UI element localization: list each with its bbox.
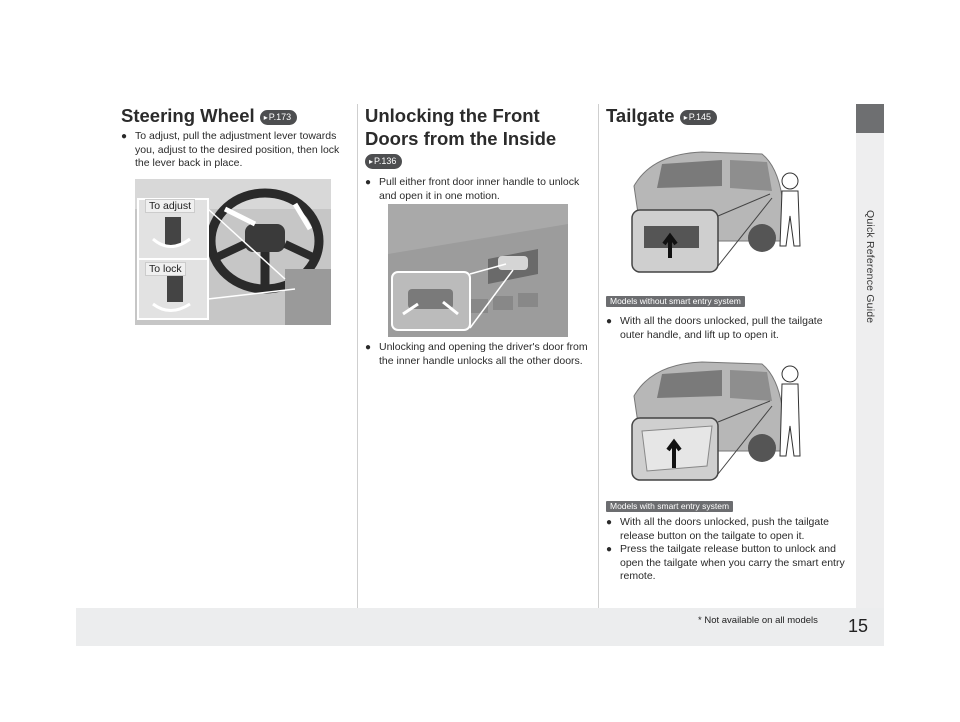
door-handle-image xyxy=(388,204,568,337)
unlock-bullet-2: Unlocking and opening the driver's door … xyxy=(365,341,590,368)
unlock-ref-text: P.136 xyxy=(374,156,397,167)
tailgate-title-text: Tailgate xyxy=(606,105,675,126)
tailgate-button-image xyxy=(622,356,806,486)
to-lock-label: To lock xyxy=(145,262,186,276)
unlock-title-line1: Unlocking the Front xyxy=(365,105,540,126)
steering-title-text: Steering Wheel xyxy=(121,105,255,126)
unlock-section: Unlocking the Front Doors from the Insid… xyxy=(365,104,590,203)
door-handle-illustration xyxy=(388,204,568,337)
ref-arrow-icon: ▸ xyxy=(683,112,688,122)
steering-wheel-image: To adjust To lock xyxy=(135,179,331,325)
tailgate-pull-illustration xyxy=(622,146,806,276)
tailgate-button-illustration xyxy=(622,356,806,486)
tailgate-page-ref[interactable]: ▸P.145 xyxy=(679,109,718,125)
badge-without-smart-entry: Models without smart entry system xyxy=(606,296,745,307)
unlock-ref-row: ▸P.136 xyxy=(365,153,590,171)
unlock-title: Unlocking the Front Doors from the Insid… xyxy=(365,104,590,150)
tailgate-ref-text: P.145 xyxy=(688,111,712,122)
unlock-page-ref[interactable]: ▸P.136 xyxy=(365,154,403,170)
tailgate-without-block: Models without smart entry system With a… xyxy=(606,291,846,342)
tailgate-title: Tailgate ▸P.145 xyxy=(606,104,846,127)
steering-page-ref[interactable]: ▸P.173 xyxy=(259,109,298,125)
tailgate-with-bullet-2: Press the tailgate release button to unl… xyxy=(606,543,846,584)
ref-arrow-icon: ▸ xyxy=(369,157,374,167)
to-adjust-label: To adjust xyxy=(145,199,196,213)
steering-bullet: To adjust, pull the adjustment lever tow… xyxy=(121,130,353,171)
tailgate-without-bullet: With all the doors unlocked, pull the ta… xyxy=(606,315,846,342)
tailgate-with-bullet-1: With all the doors unlocked, push the ta… xyxy=(606,516,846,543)
column-divider xyxy=(357,104,358,608)
steering-section: Steering Wheel ▸P.173 To adjust, pull th… xyxy=(121,104,353,171)
page-number: 15 xyxy=(848,616,869,636)
steering-ref-text: P.173 xyxy=(268,111,292,122)
column-divider xyxy=(598,104,599,608)
footnote: * Not available on all models xyxy=(698,615,818,626)
tailgate-section: Tailgate ▸P.145 xyxy=(606,104,846,127)
steering-title: Steering Wheel ▸P.173 xyxy=(121,104,353,127)
tailgate-pull-image xyxy=(622,146,806,276)
unlock-bullet-1: Pull either front door inner handle to u… xyxy=(365,176,590,203)
sidebar-tab xyxy=(856,133,884,608)
ref-arrow-icon: ▸ xyxy=(263,112,268,122)
unlock-title-line2: Doors from the Inside xyxy=(365,128,557,149)
footer-band xyxy=(76,608,884,646)
unlock-section-2: Unlocking and opening the driver's door … xyxy=(365,341,590,368)
sidebar-label: Quick Reference Guide xyxy=(864,210,876,324)
sidebar-tab-marker xyxy=(856,104,884,133)
tailgate-with-block: Models with smart entry system With all … xyxy=(606,496,846,584)
badge-with-smart-entry: Models with smart entry system xyxy=(606,501,734,512)
